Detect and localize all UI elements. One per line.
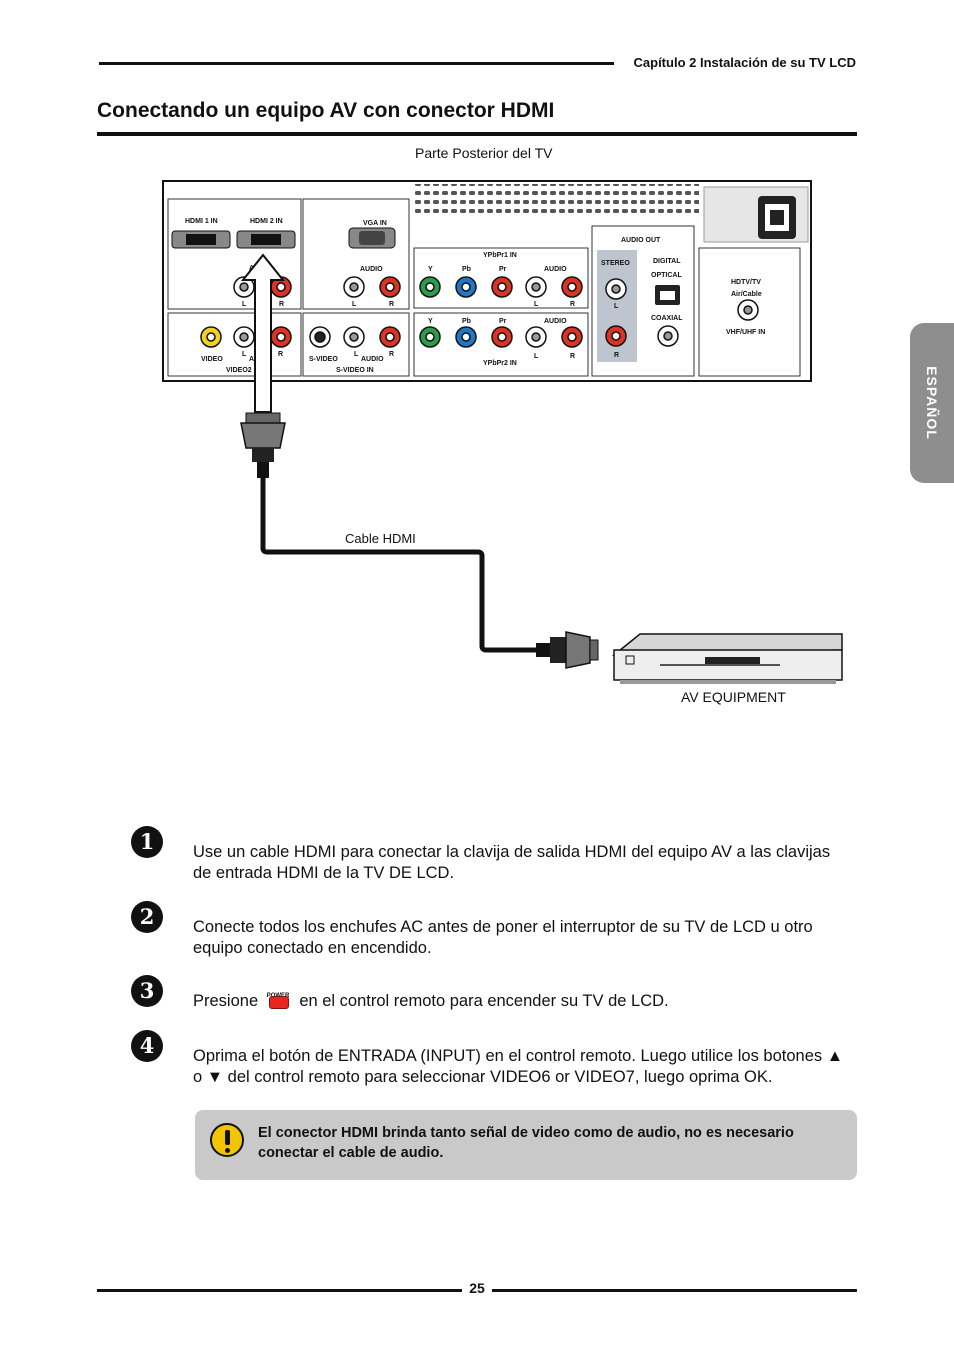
svg-text:COAXIAL: COAXIAL — [651, 315, 683, 322]
svg-text:DIGITAL: DIGITAL — [653, 258, 681, 265]
svg-text:Pb: Pb — [462, 318, 471, 325]
svg-text:S-VIDEO IN: S-VIDEO IN — [336, 367, 374, 374]
page-title: Conectando un equipo AV con conector HDM… — [97, 99, 555, 122]
step-1-number: 1 — [131, 826, 163, 858]
step-4-number: 4 — [131, 1030, 163, 1062]
svg-text:VGA IN: VGA IN — [363, 220, 387, 227]
svg-text:VHF/UHF IN: VHF/UHF IN — [726, 329, 765, 336]
svg-text:HDMI 2 IN: HDMI 2 IN — [250, 218, 283, 225]
step-4-text: Oprima el botón de ENTRADA (INPUT) en el… — [193, 1047, 844, 1086]
chapter-header: Capítulo 2 Instalación de su TV LCD — [633, 55, 856, 70]
svg-text:Y: Y — [428, 266, 433, 273]
language-tab: ESPAÑOL — [910, 323, 954, 483]
svg-text:AUDIO: AUDIO — [544, 318, 567, 325]
svg-text:L: L — [352, 301, 357, 308]
step-3-number: 3 — [131, 975, 163, 1007]
back-caption: Parte Posterior del TV — [415, 145, 553, 161]
svg-text:R: R — [278, 351, 283, 358]
svg-text:R: R — [389, 351, 394, 358]
svg-text:Pb: Pb — [462, 266, 471, 273]
svg-text:Pr: Pr — [499, 318, 507, 325]
svg-text:AUDIO: AUDIO — [544, 266, 567, 273]
svg-text:AUDIO: AUDIO — [361, 356, 384, 363]
svg-text:R: R — [570, 353, 575, 360]
svg-text:Pr: Pr — [499, 266, 507, 273]
cable-label: Cable HDMI — [345, 531, 416, 546]
svg-text:S-VIDEO: S-VIDEO — [309, 356, 338, 363]
svg-text:VIDEO2 IN: VIDEO2 IN — [226, 367, 261, 374]
svg-text:VIDEO: VIDEO — [201, 356, 223, 363]
header-rule — [99, 62, 614, 65]
step-2-number: 2 — [131, 901, 163, 933]
step-3-text-after: en el control remoto para encender su TV… — [299, 992, 669, 1010]
svg-text:AUDIO: AUDIO — [360, 266, 383, 273]
step-2-text: Conecte todos los enchufes AC antes de p… — [193, 918, 813, 957]
note-box: El conector HDMI brinda tanto señal de v… — [195, 1110, 857, 1180]
step-3-text-before: Presione — [193, 992, 259, 1010]
page-number: 25 — [462, 1280, 492, 1296]
connection-diagram: HDMI 1 IN HDMI 2 IN VGA IN AUDIO L R L R… — [162, 180, 843, 684]
svg-text:HDMI 1 IN: HDMI 1 IN — [185, 218, 218, 225]
svg-text:R: R — [279, 301, 284, 308]
title-rule — [97, 132, 857, 136]
svg-text:R: R — [570, 301, 575, 308]
step-3-text: Presione POWER en el control remoto para… — [193, 991, 853, 1012]
svg-text:YPbPr1 IN: YPbPr1 IN — [483, 252, 517, 259]
svg-text:R: R — [389, 301, 394, 308]
warning-icon — [210, 1123, 244, 1157]
svg-text:HDTV/TV: HDTV/TV — [731, 279, 761, 286]
svg-text:L: L — [534, 353, 539, 360]
svg-text:R: R — [614, 352, 619, 359]
step-1-text: Use un cable HDMI para conectar la clavi… — [193, 843, 831, 882]
svg-text:L: L — [354, 351, 359, 358]
note-text: El conector HDMI brinda tanto señal de v… — [258, 1125, 794, 1161]
svg-text:L: L — [534, 301, 539, 308]
svg-text:L: L — [242, 301, 247, 308]
svg-text:YPbPr2 IN: YPbPr2 IN — [483, 360, 517, 367]
svg-text:Air/Cable: Air/Cable — [731, 291, 762, 298]
svg-text:L: L — [242, 351, 247, 358]
svg-text:L: L — [614, 303, 619, 310]
power-button-icon: POWER — [267, 991, 291, 1009]
svg-text:Y: Y — [428, 318, 433, 325]
device-label: AV EQUIPMENT — [681, 689, 786, 705]
svg-text:STEREO: STEREO — [601, 260, 630, 267]
svg-text:OPTICAL: OPTICAL — [651, 272, 682, 279]
svg-text:AUDIO OUT: AUDIO OUT — [621, 237, 661, 244]
